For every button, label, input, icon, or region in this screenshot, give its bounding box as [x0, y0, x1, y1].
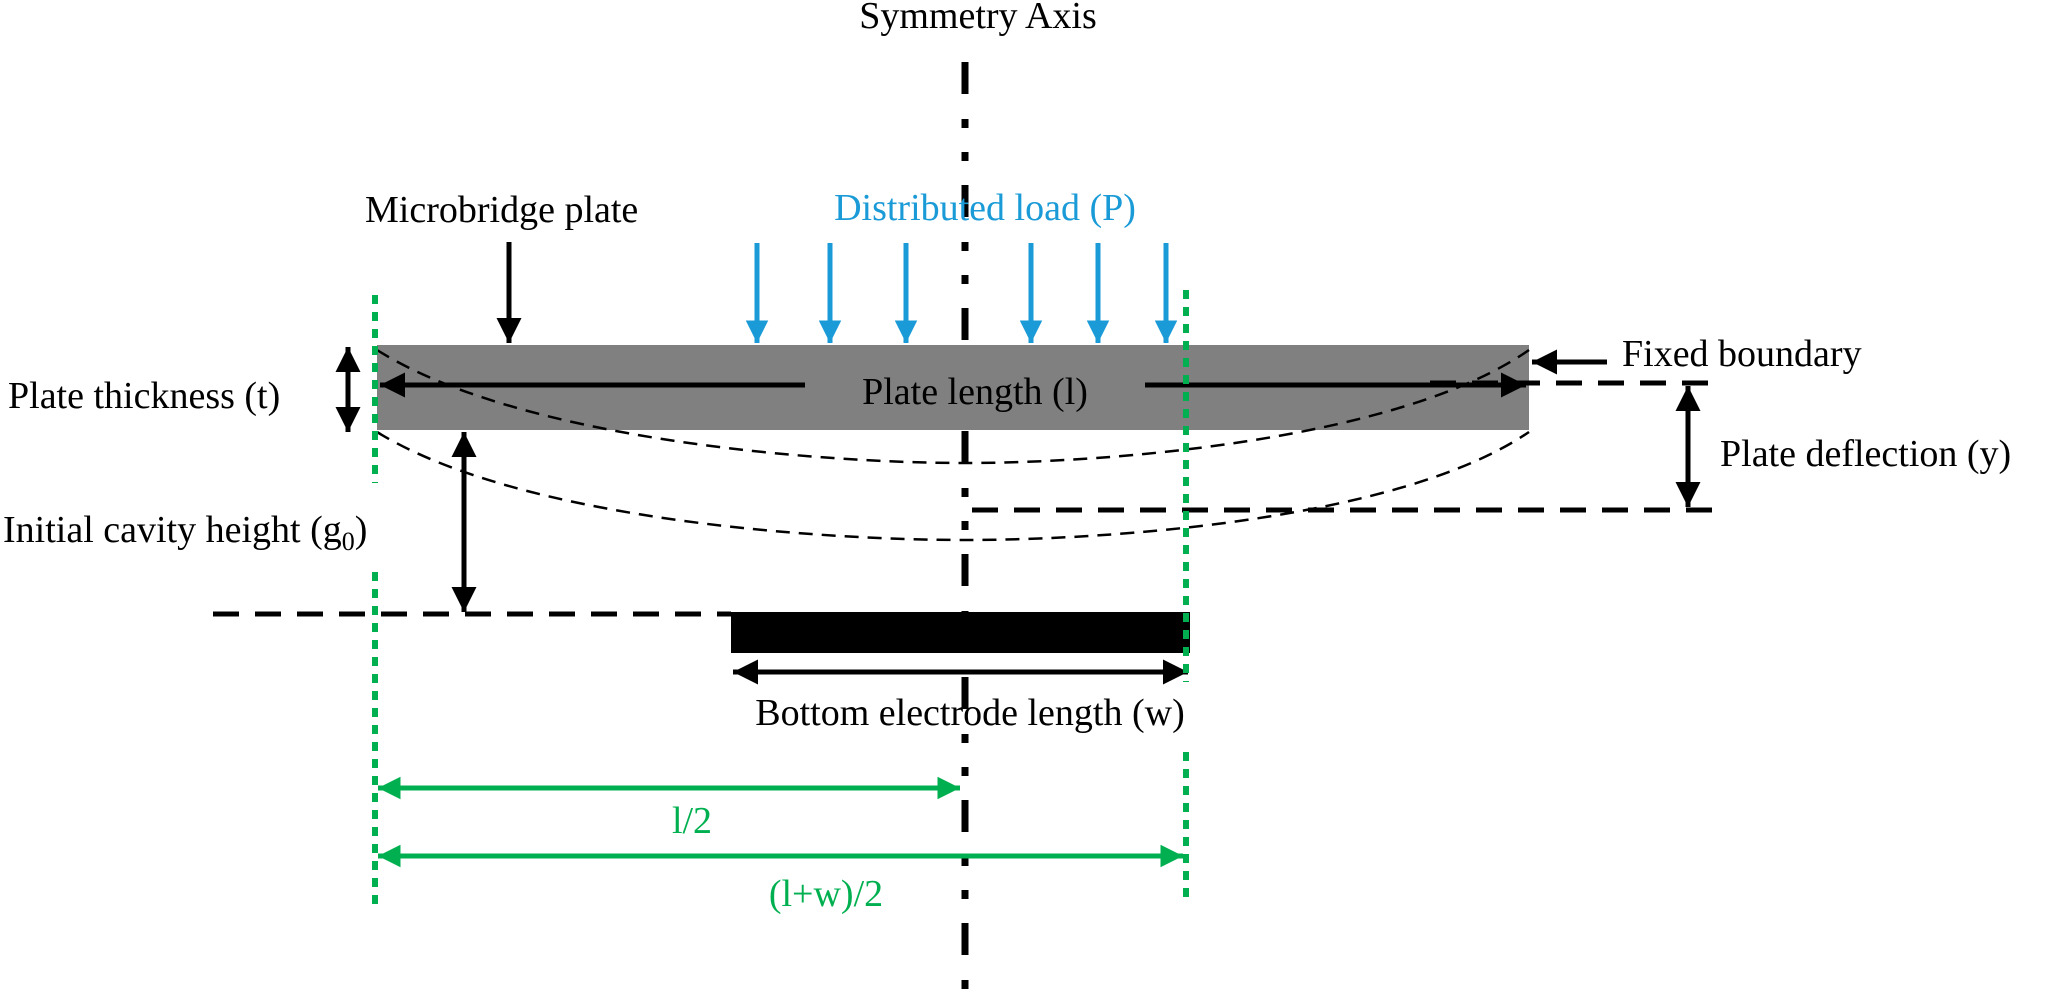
cavity-height-label-close: ) — [355, 509, 368, 551]
bottom-electrode — [731, 612, 1190, 653]
fixed-boundary-label: Fixed boundary — [1622, 333, 1862, 375]
deflected-bottom-surface-curve — [376, 430, 1530, 542]
plate-thickness-label: Plate thickness (t) — [8, 375, 280, 417]
distributed-load-arrows — [745, 243, 1178, 343]
cavity-height-label-main: Initial cavity height (g — [3, 509, 342, 551]
plate-length-label: Plate length (l) — [862, 371, 1088, 413]
plate-deflection-label: Plate deflection (y) — [1720, 433, 2011, 475]
deflected-top-surface-curve — [376, 348, 1530, 465]
cavity-height-label: Initial cavity height (g0) — [3, 509, 367, 556]
microbridge-plate-label: Microbridge plate — [365, 189, 638, 231]
half-length-label: l/2 — [672, 800, 712, 842]
cavity-height-label-subscript: 0 — [342, 527, 355, 556]
symmetry-axis-label: Symmetry Axis — [859, 0, 1097, 37]
distributed-load-label: Distributed load (P) — [834, 187, 1136, 229]
bottom-electrode-label: Bottom electrode length (w) — [755, 692, 1185, 734]
half-sum-label: (l+w)/2 — [769, 873, 883, 915]
